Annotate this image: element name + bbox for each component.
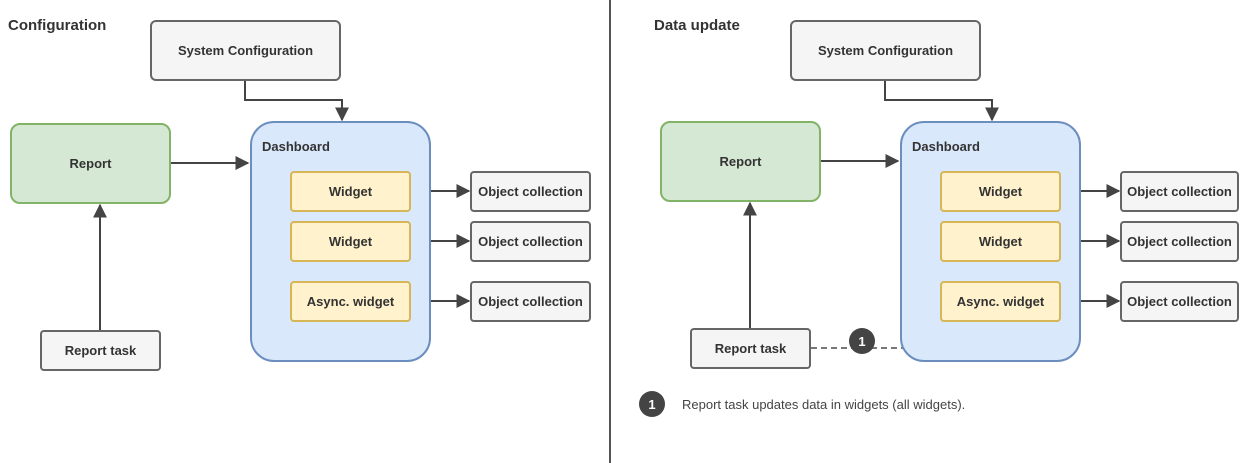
object-collection-box-2-right: Object collection: [1120, 221, 1239, 262]
system-configuration-box: System Configuration: [150, 20, 341, 81]
async-widget-box-right: Async. widget: [940, 281, 1061, 322]
legend-text: Report task updates data in widgets (all…: [682, 397, 966, 412]
panel-title-data-update: Data update: [654, 17, 740, 34]
dashboard-label-right: Dashboard: [912, 139, 980, 154]
async-widget-box: Async. widget: [290, 281, 411, 322]
arrow-config-to-dashboard: [244, 81, 349, 122]
report-box: Report: [10, 123, 171, 204]
report-box-right: Report: [660, 121, 821, 202]
arrow-config-to-dashboard-right: [884, 81, 999, 122]
object-collection-box-3: Object collection: [470, 281, 591, 322]
legend-badge: 1: [639, 391, 665, 417]
object-collection-box-1: Object collection: [470, 171, 591, 212]
dashboard-label: Dashboard: [262, 139, 330, 154]
widget-box-2: Widget: [290, 221, 411, 262]
panel-title-configuration: Configuration: [8, 17, 107, 34]
system-configuration-box-right: System Configuration: [790, 20, 981, 81]
widget-box-1-right: Widget: [940, 171, 1061, 212]
widget-box-1: Widget: [290, 171, 411, 212]
object-collection-box-3-right: Object collection: [1120, 281, 1239, 322]
step-badge: 1: [849, 328, 875, 354]
object-collection-box-1-right: Object collection: [1120, 171, 1239, 212]
report-task-box-right: Report task: [690, 328, 811, 369]
panel-divider: [609, 0, 611, 463]
widget-box-2-right: Widget: [940, 221, 1061, 262]
report-task-box: Report task: [40, 330, 161, 371]
object-collection-box-2: Object collection: [470, 221, 591, 262]
